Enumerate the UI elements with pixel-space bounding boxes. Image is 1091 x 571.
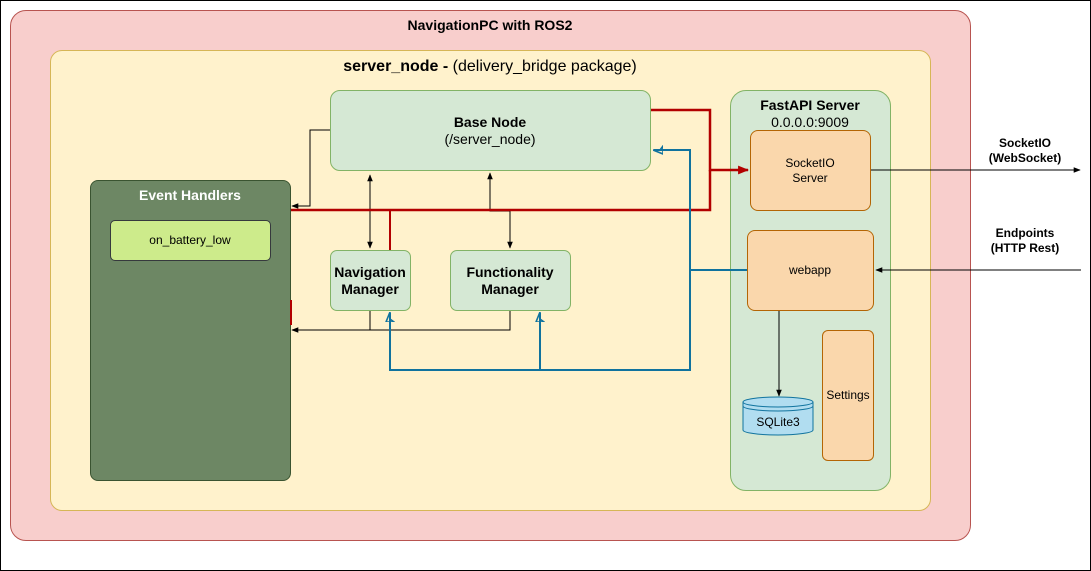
functionality-to-event-handlers-link [370, 311, 511, 331]
fastapi-server-address: 0.0.0.0:9009 [771, 114, 849, 130]
navigation-manager-line1: Navigation [334, 264, 406, 280]
fastapi-server-title: FastAPI Server [760, 97, 860, 113]
webapp-box [747, 230, 874, 311]
navigation-pc-title: NavigationPC with ROS2 [407, 17, 573, 33]
server-node-title: server_node - (delivery_bridge package) [343, 58, 636, 76]
settings-label: Settings [826, 388, 870, 402]
external-socketio-line1: SocketIO [998, 136, 1052, 150]
external-endpoints-line2: (HTTP Rest) [990, 241, 1060, 255]
navigation-manager-box [330, 250, 411, 311]
base-to-event-handlers-link [291, 129, 330, 209]
base-node-box [330, 90, 651, 171]
navigation-manager-line2: Manager [341, 281, 399, 297]
on-battery-low-label: on_battery_low [149, 233, 231, 247]
on-battery-low-box [110, 220, 271, 261]
functionality-manager-box [450, 250, 571, 311]
sqlite-label: SQLite3 [756, 415, 800, 429]
server-node-name: server_node - [343, 58, 449, 75]
base-node-title: Base Node [453, 114, 527, 130]
base-node-subtitle: (/server_node) [444, 131, 536, 147]
sqlite-database: SQLite3 [742, 396, 814, 436]
socketio-server-line2: Server [792, 171, 828, 185]
event-handlers-to-socketio-red-link [291, 170, 712, 212]
event-handlers-title: Event Handlers [139, 187, 241, 203]
server-node-package: (delivery_bridge package) [448, 58, 637, 75]
external-endpoints-line1: Endpoints [995, 226, 1055, 240]
base-to-socketio-red-link [651, 108, 750, 175]
functionality-manager-line1: Functionality [466, 264, 554, 280]
settings-box [822, 330, 874, 461]
socketio-server-line1: SocketIO [785, 156, 835, 170]
external-socketio-line2: (WebSocket) [988, 151, 1062, 165]
webapp-label: webapp [788, 263, 832, 277]
socketio-server-box [750, 130, 871, 211]
functionality-manager-line2: Manager [481, 281, 539, 297]
navigation-to-event-handlers-link [291, 311, 371, 333]
webapp-to-base-blue-link [654, 150, 747, 271]
